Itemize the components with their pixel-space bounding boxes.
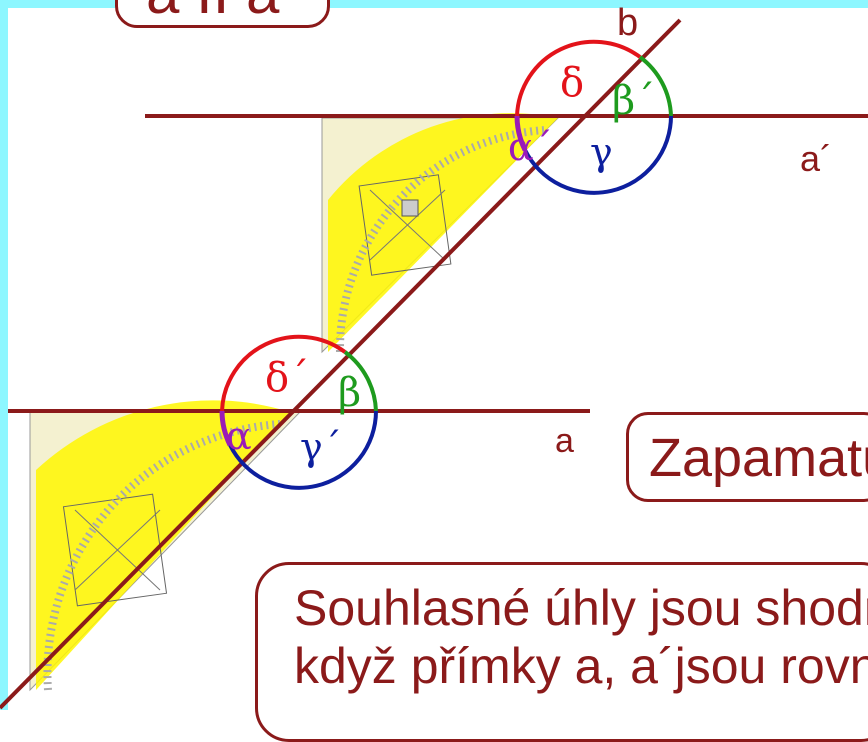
arc-alpha-prime <box>514 115 528 152</box>
arc-gamma <box>523 115 673 195</box>
arc-alpha <box>219 410 233 447</box>
remember-box: Zapamatuj <box>626 412 868 502</box>
label-beta: β <box>338 370 362 416</box>
label-delta: δ <box>560 60 585 106</box>
arc-beta <box>343 350 378 412</box>
label-line-b: b <box>617 2 639 44</box>
label-line-a: a <box>555 422 574 460</box>
parallel-lines-box: a II a´ <box>115 0 330 28</box>
arc-delta <box>515 39 642 117</box>
angle-diagram <box>0 18 868 710</box>
rule-box: Souhlasné úhly jsou shodné, když přímky … <box>255 562 868 742</box>
label-delta-prime: δ´ <box>265 355 310 401</box>
arc-delta-prime <box>220 334 347 412</box>
label-gamma: γ <box>590 130 613 174</box>
arc-gamma-prime <box>228 410 378 490</box>
label-beta-prime: β´ <box>612 78 656 124</box>
line-b <box>0 18 682 710</box>
arc-beta-prime <box>638 55 673 117</box>
label-gamma-prime: γ´ <box>300 425 342 469</box>
label-alpha-prime: α´ <box>508 125 553 169</box>
label-line-a-prime: a´ <box>800 138 833 179</box>
rule-line-2: když přímky a, a´jsou rovnoběžné. <box>294 638 868 694</box>
label-alpha: α <box>226 414 252 458</box>
rule-line-1: Souhlasné úhly jsou shodné, <box>294 580 868 636</box>
upper-protractor <box>321 113 560 354</box>
